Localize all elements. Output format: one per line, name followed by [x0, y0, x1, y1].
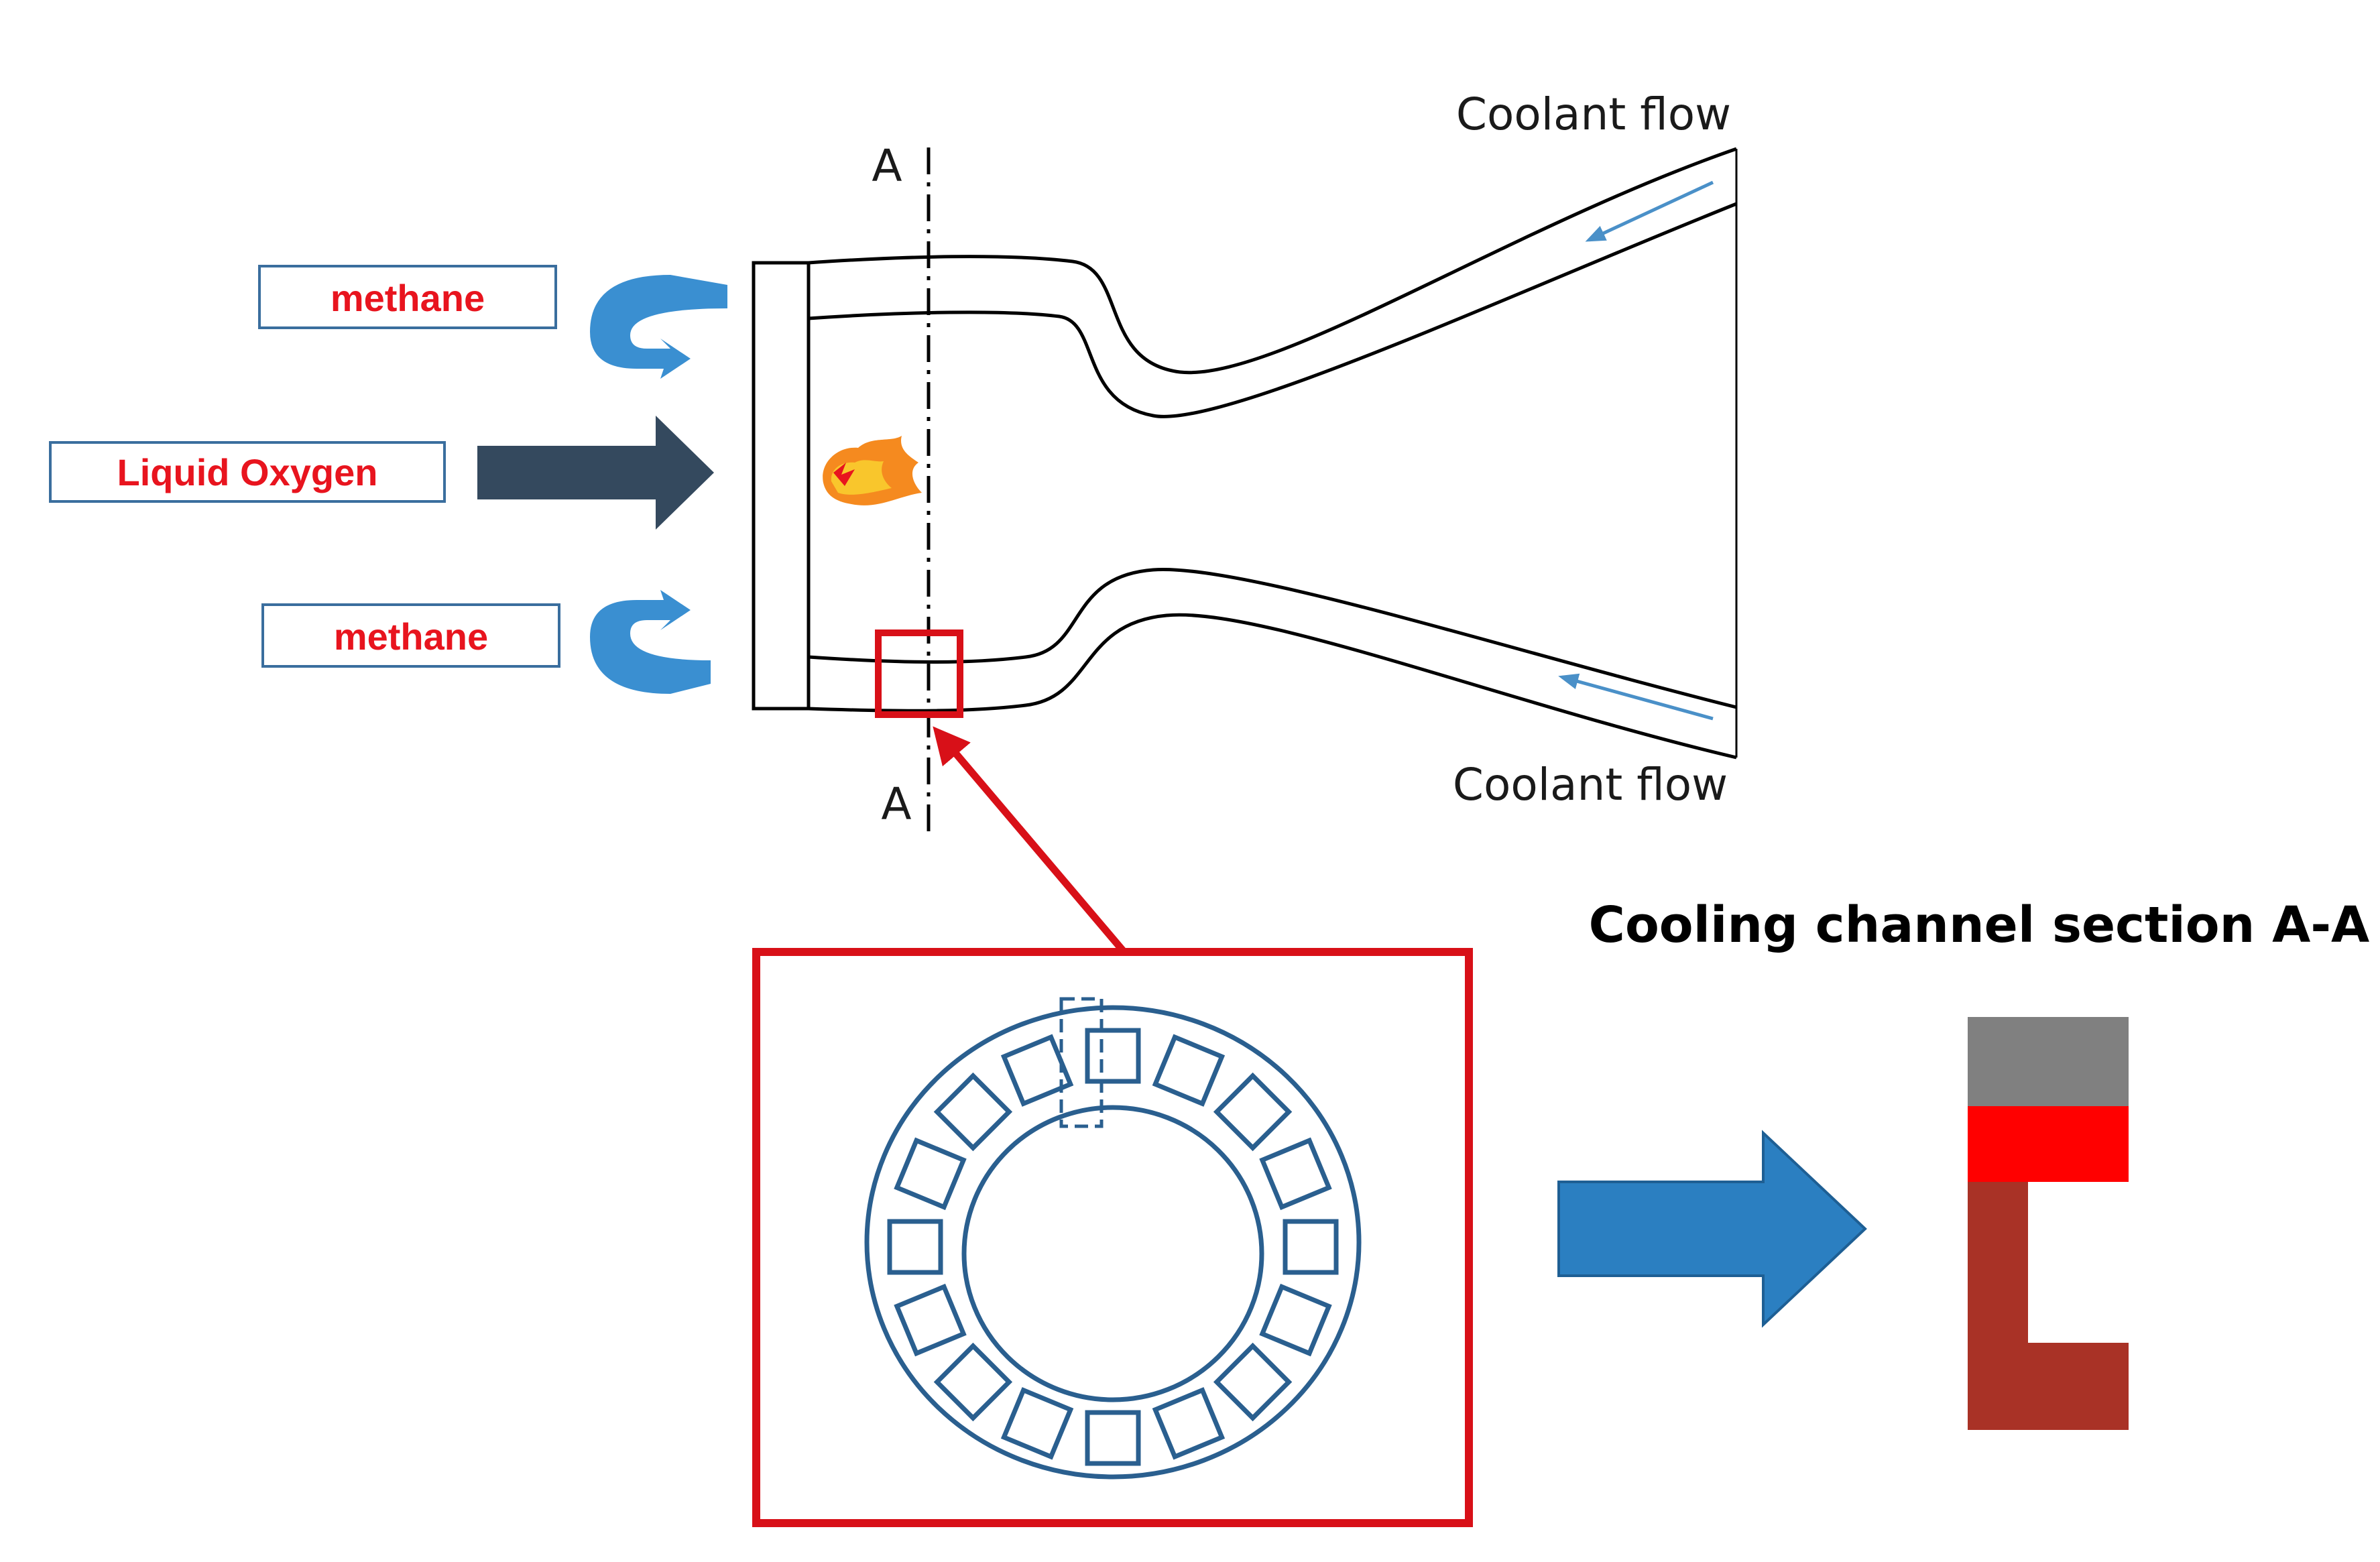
channel-detail-box: [1059, 997, 1104, 1128]
callout-arrow: [933, 726, 1126, 953]
section-layer-grey: [1968, 1017, 2129, 1106]
cooling-channel: [1213, 1072, 1293, 1152]
methane-label-bottom-text: methane: [334, 615, 488, 658]
coolant-arrow-top: [1585, 180, 1714, 242]
liquid-oxygen-label: Liquid Oxygen: [49, 441, 446, 503]
section-arrow: [1557, 1130, 1867, 1328]
outer-ring: [864, 1005, 1362, 1480]
cooling-channel: [894, 1283, 967, 1357]
cooling-channel: [1283, 1219, 1339, 1275]
section-label-top: A: [872, 140, 902, 192]
section-layer-red: [1968, 1106, 2129, 1182]
methane-arrow-bottom: [590, 590, 711, 694]
methane-label-top: methane: [258, 265, 557, 329]
section-layer-brown: [1968, 1182, 2129, 1430]
cooling-channel: [1000, 1387, 1074, 1460]
cooling-channel: [887, 1219, 943, 1275]
inner-ring: [961, 1105, 1264, 1402]
cooling-channels: [887, 1028, 1339, 1466]
cooling-channel: [1259, 1283, 1332, 1357]
coolant-flow-label-bottom: Coolant flow: [1453, 759, 1728, 810]
nozzle-walls: [808, 147, 1738, 760]
cooling-channel: [894, 1137, 967, 1211]
cooling-channel: [933, 1342, 1013, 1422]
section-title: Cooling channel section A-A: [1589, 896, 2370, 954]
section-label-bottom: A: [881, 778, 911, 830]
methane-label-top-text: methane: [331, 277, 485, 319]
cooling-channel: [1213, 1342, 1293, 1422]
cooling-channel: [1085, 1028, 1141, 1084]
flame-icon: [823, 436, 922, 505]
channel-section-detail: [1968, 1017, 2129, 1430]
injector-plate: [752, 261, 811, 711]
cooling-channel: [1085, 1410, 1141, 1466]
methane-arrow-top: [590, 275, 727, 379]
highlight-square: [875, 629, 963, 718]
coolant-flow-label-top: Coolant flow: [1456, 88, 1731, 140]
liquid-oxygen-label-text: Liquid Oxygen: [117, 451, 378, 493]
cooling-channel: [1152, 1034, 1226, 1107]
coolant-arrow-bottom: [1558, 673, 1714, 721]
cooling-channel: [1259, 1137, 1332, 1211]
cooling-channel: [933, 1072, 1013, 1152]
zoom-box: [752, 948, 1473, 1527]
chamber-cross-section: [864, 997, 1362, 1480]
methane-label-bottom: methane: [261, 603, 560, 668]
cooling-channel: [1152, 1387, 1226, 1460]
oxidizer-arrow: [477, 416, 714, 530]
